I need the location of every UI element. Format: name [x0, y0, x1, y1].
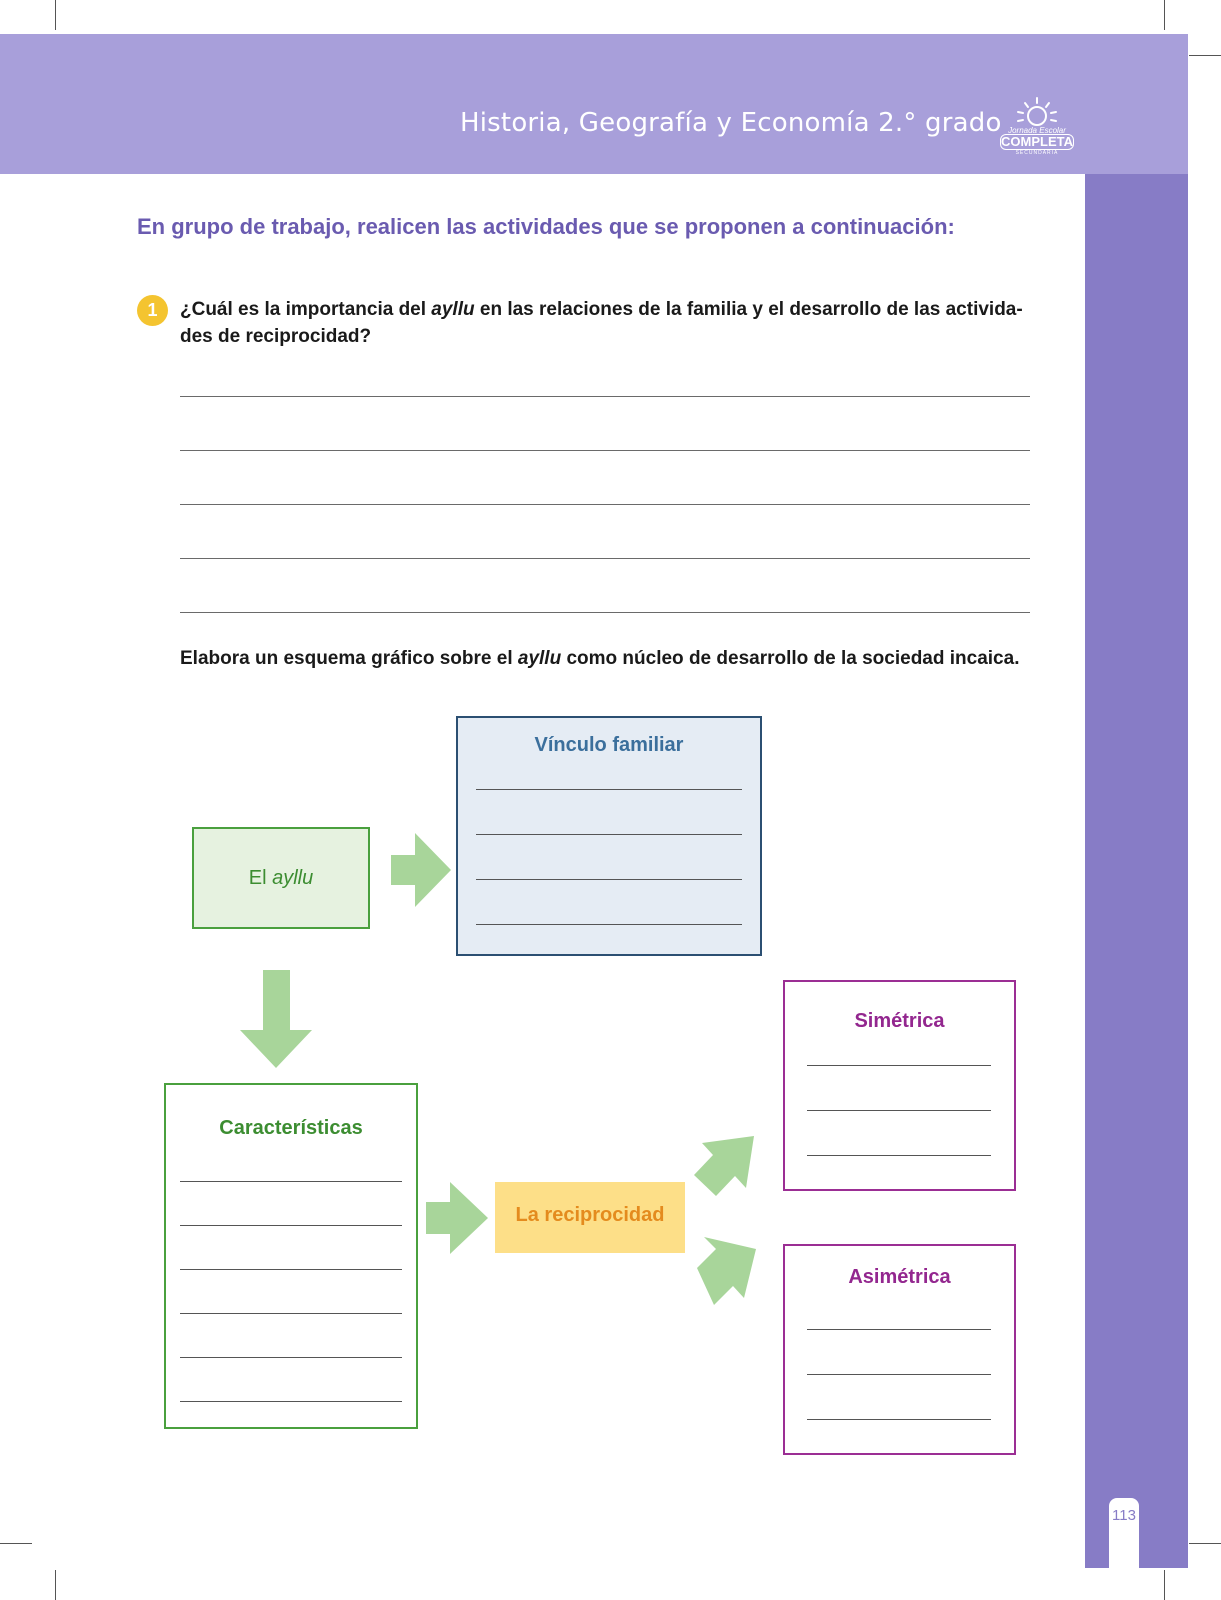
answer-line[interactable] [180, 558, 1030, 559]
crop-mark [0, 1543, 32, 1544]
answer-line[interactable] [180, 612, 1030, 613]
diagram-instruction-start: Elabora un esquema gráfico sobre el [180, 648, 518, 669]
crop-mark [55, 0, 56, 30]
vinculo-familiar-title: Vínculo familiar [534, 734, 684, 756]
answer-line[interactable] [476, 924, 742, 925]
answer-line[interactable] [180, 504, 1030, 505]
page-number-tab [1109, 1498, 1139, 1568]
activity-instruction: En grupo de trabajo, realicen las activi… [137, 214, 955, 239]
crop-mark [1164, 1570, 1165, 1600]
diagram-instruction: Elabora un esquema gráfico sobre el ayll… [180, 648, 1019, 670]
jornada-escolar-logo: Jornada Escolar COMPLETA SECUNDARIA [996, 94, 1078, 156]
arrow-up-right-to-simetrica [694, 1136, 754, 1196]
crop-mark [1164, 0, 1165, 30]
diagram-instruction-end: como núcleo de desarrollo de la sociedad… [561, 648, 1020, 669]
crop-mark [1189, 55, 1221, 56]
question-text-italic: ayllu [431, 299, 475, 320]
reciprocidad-title: La reciprocidad [515, 1204, 665, 1226]
crop-mark [1189, 1543, 1221, 1544]
answer-line[interactable] [807, 1065, 991, 1066]
ayllu-label-italic: ayllu [272, 867, 314, 889]
logo-line-2: COMPLETA [1000, 134, 1074, 150]
answer-line[interactable] [180, 450, 1030, 451]
answer-line[interactable] [180, 396, 1030, 397]
header-band [0, 34, 1188, 174]
answer-line[interactable] [807, 1155, 991, 1156]
answer-line[interactable] [807, 1419, 991, 1420]
answer-line[interactable] [476, 789, 742, 790]
logo-line-1: Jornada Escolar [1008, 126, 1066, 135]
page-header-title: Historia, Geografía y Economía 2.° grado [460, 108, 1002, 138]
simetrica-title: Simétrica [854, 1010, 945, 1032]
answer-line[interactable] [180, 1401, 402, 1402]
answer-line[interactable] [476, 879, 742, 880]
sun-icon [1017, 97, 1057, 126]
answer-line[interactable] [807, 1374, 991, 1375]
simetrica-box: Simétrica [783, 980, 1016, 1191]
answer-line[interactable] [807, 1110, 991, 1111]
answer-line[interactable] [180, 1181, 402, 1182]
question-number-badge: 1 [137, 295, 168, 326]
caracteristicas-title: Características [219, 1117, 363, 1139]
answer-line[interactable] [180, 1269, 402, 1270]
page-number: 113 [1112, 1507, 1136, 1524]
vinculo-familiar-box: Vínculo familiar [456, 716, 762, 956]
question-text-end: en las relaciones de la familia y el des… [180, 299, 1023, 347]
ayllu-label-prefix: El [248, 867, 273, 889]
crop-mark [55, 1570, 56, 1600]
logo-line-3: SECUNDARIA [1015, 150, 1059, 156]
caracteristicas-box: Características [164, 1083, 418, 1429]
answer-line[interactable] [476, 834, 742, 835]
asimetrica-title: Asimétrica [848, 1266, 951, 1288]
diagram-instruction-italic: ayllu [517, 648, 562, 669]
answer-line[interactable] [180, 1225, 402, 1226]
answer-line[interactable] [807, 1329, 991, 1330]
side-band [1085, 174, 1188, 1568]
ayllu-box: El ayllu [192, 827, 370, 929]
answer-line[interactable] [180, 1313, 402, 1314]
ayllu-box-label: El ayllu [194, 867, 368, 890]
arrow-right-to-vinculo [391, 833, 451, 907]
question-text-start: ¿Cuál es la importancia del [180, 299, 432, 320]
arrow-right-to-reciprocidad [426, 1182, 488, 1254]
reciprocidad-box: La reciprocidad [495, 1182, 685, 1253]
asimetrica-box: Asimétrica [783, 1244, 1016, 1455]
answer-line[interactable] [180, 1357, 402, 1358]
arrow-down-right-to-asimetrica [697, 1237, 756, 1305]
arrow-down-to-caracteristicas [240, 970, 312, 1068]
question-text: ¿Cuál es la importancia del ayllu en las… [180, 296, 1030, 350]
